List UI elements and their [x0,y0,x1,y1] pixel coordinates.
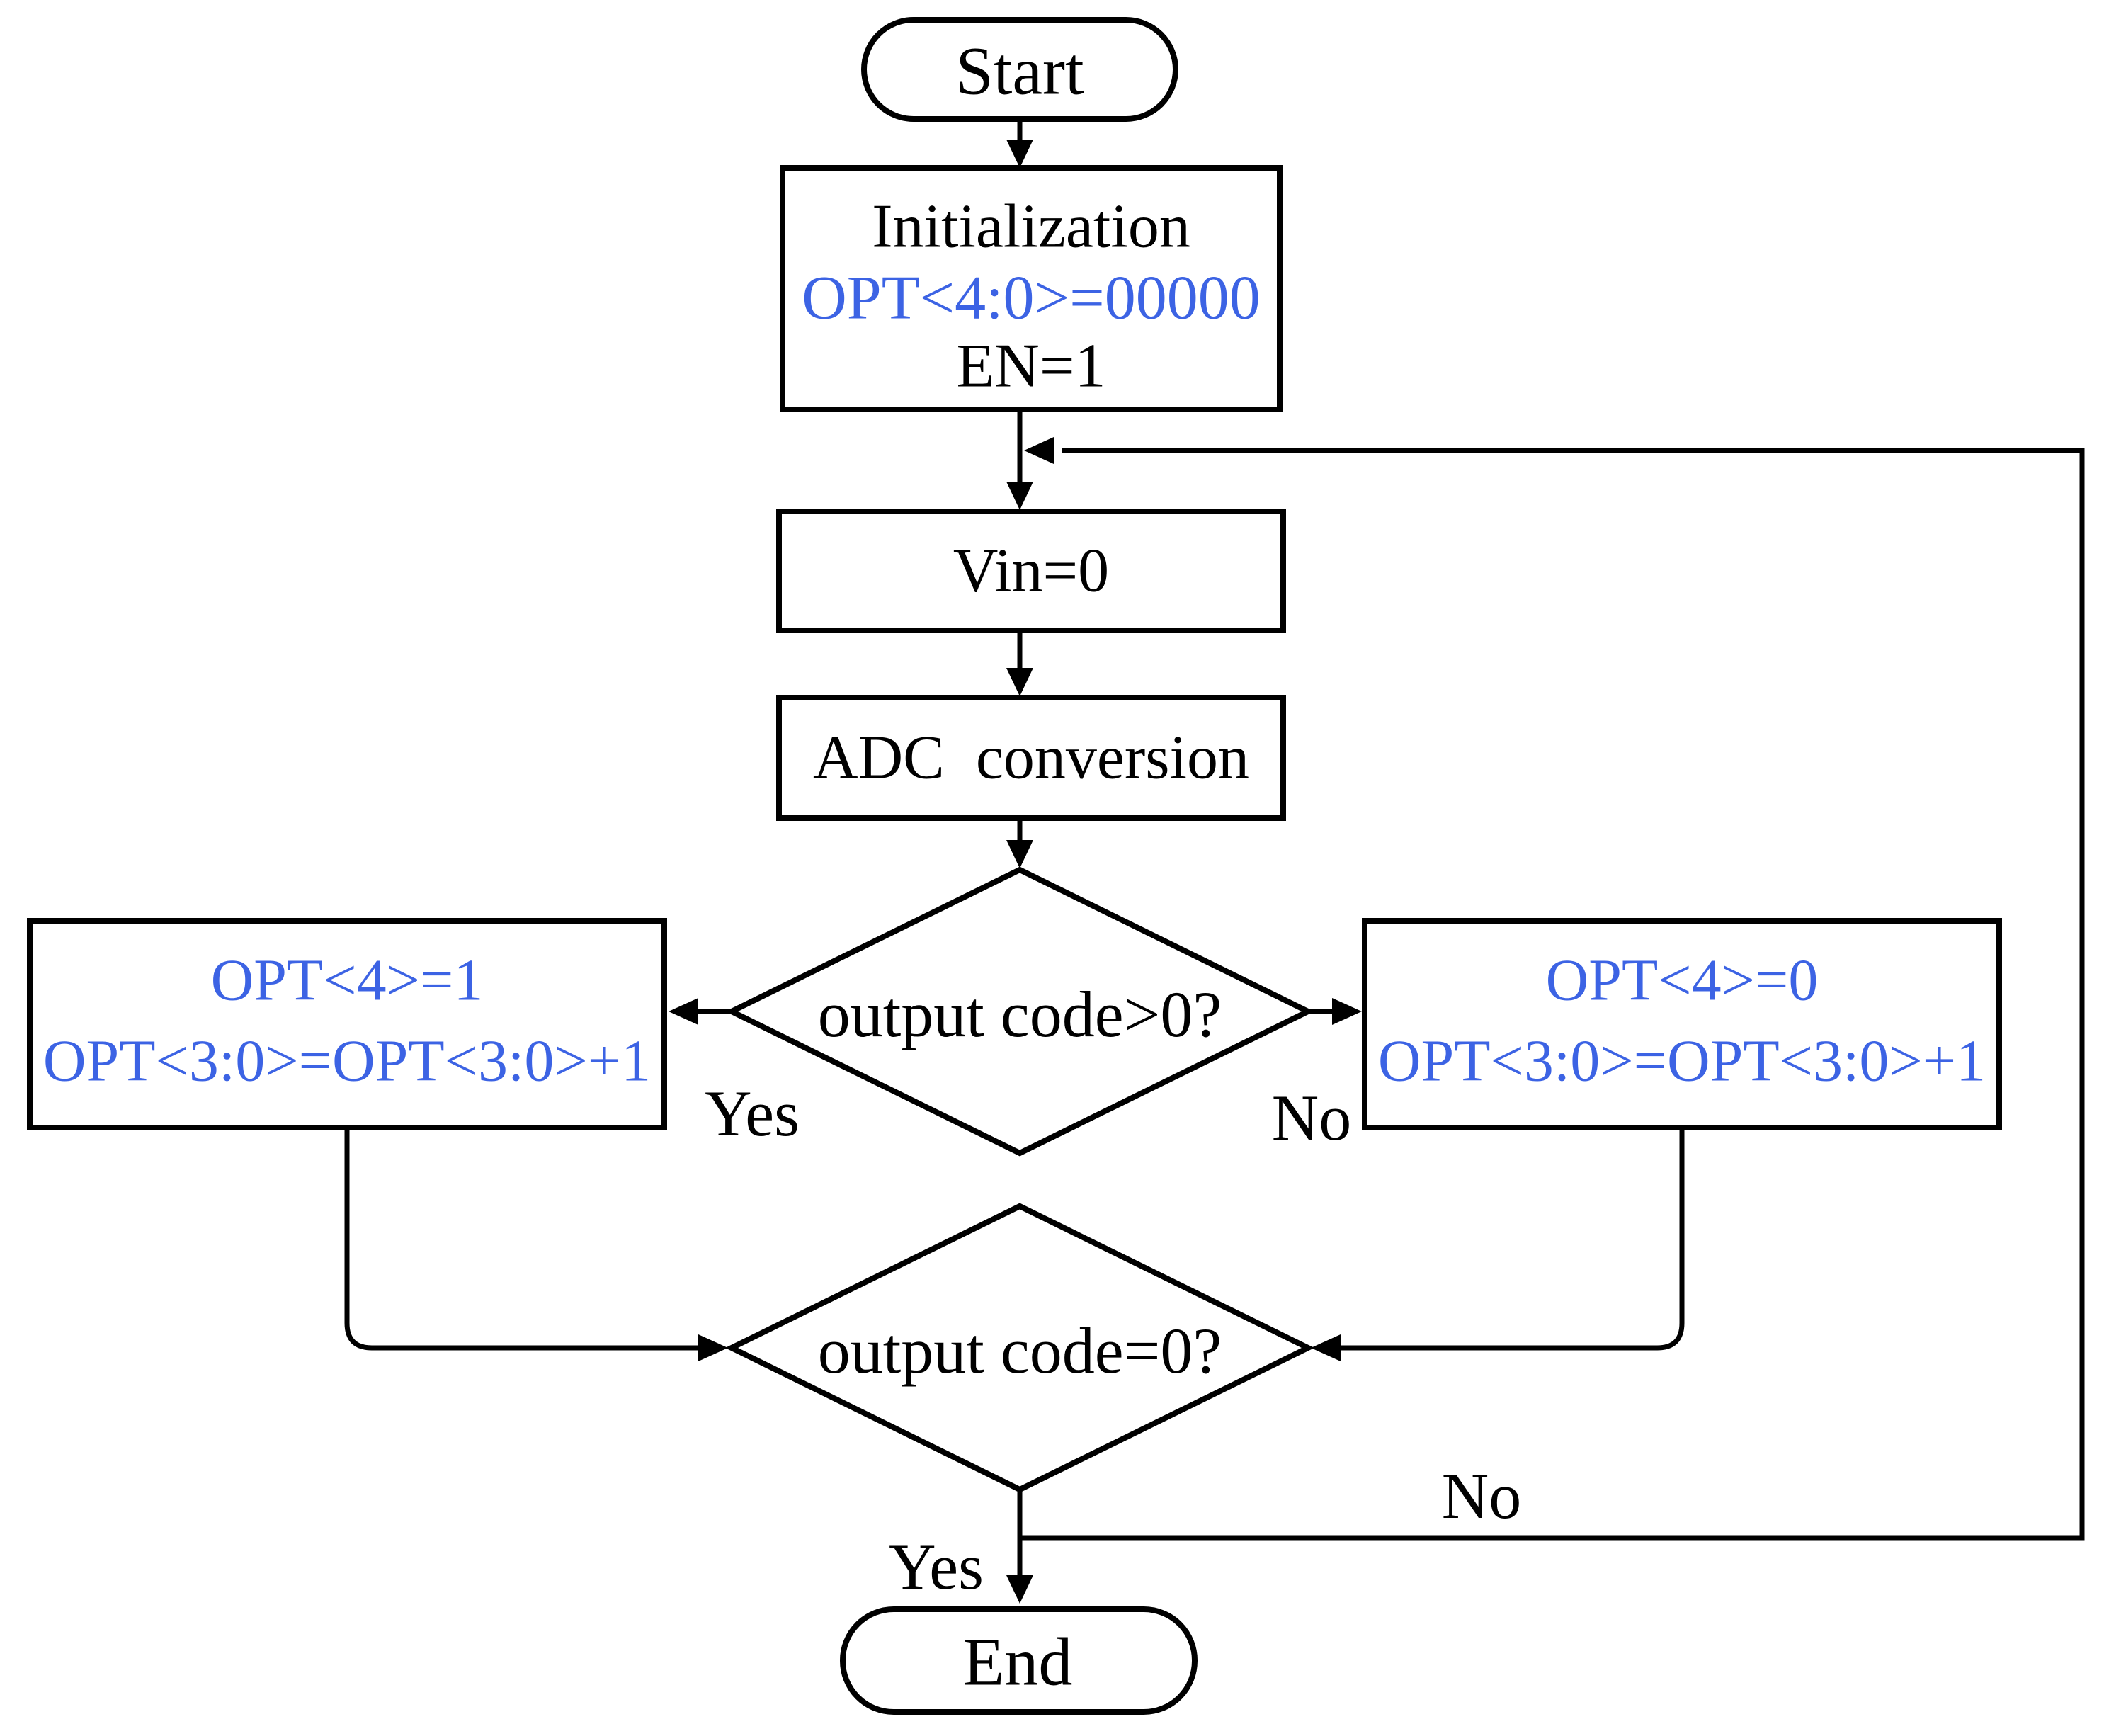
opt4-set-line1: OPT<4>=1 [211,948,484,1014]
edge-init-to-vin-arrowhead [1006,482,1033,510]
end-label: End [963,1624,1073,1700]
node-end [840,1606,1198,1715]
opt4-clear-line2: OPT<3:0>=OPT<3:0>+1 [1378,1028,1986,1094]
edge-adc-to-gt0 [1006,818,1033,868]
edge-vin-to-adc-arrowhead [1006,668,1033,696]
adc-conversion-label: ADC conversion [813,724,1249,793]
edge-start-to-init [1006,119,1033,168]
edge-eq0-yes-arrowhead [1006,1575,1033,1604]
node-initialization [780,165,1283,412]
label-gt0-no: No [1272,1082,1351,1154]
vin-label: Vin=0 [953,537,1109,606]
label-eq0-yes: Yes [889,1531,984,1603]
node-adc-conversion [776,695,1286,821]
edge-opt4-clear-to-eq0 [1311,1128,1685,1361]
edge-eq0-no-loop-arrowhead [1024,437,1054,464]
node-vin [776,509,1286,633]
decision-output-gt0-label: output code>0? [818,978,1222,1050]
edge-adc-to-gt0-arrowhead [1006,840,1033,868]
edge-eq0-no-loop-line [1020,448,2085,1541]
label-eq0-no: No [1442,1460,1521,1532]
node-opt4-set [27,918,667,1130]
edge-opt4-set-to-eq0 [344,1128,728,1361]
edge-gt0-yes-arrowhead [669,998,698,1025]
decision-output-gt0 [724,866,1315,1157]
edge-eq0-no-loop [1020,437,2085,1541]
node-start [861,17,1178,122]
edge-opt4-set-to-eq0-arrowhead [698,1334,728,1361]
edge-opt4-set-to-eq0-line [344,1128,698,1351]
node-opt4-clear [1362,918,2002,1130]
edge-vin-to-adc [1006,630,1033,696]
opt4-clear-line1: OPT<4>=0 [1546,948,1819,1014]
edge-gt0-no-to-opt4-clear [1308,998,1362,1025]
edge-gt0-yes-to-opt4-set [669,998,732,1025]
label-gt0-yes: Yes [705,1077,800,1150]
edge-opt4-clear-to-eq0-line [1341,1128,1685,1351]
decision-output-eq0 [724,1203,1315,1493]
initialization-title: Initialization [872,193,1190,261]
edge-eq0-yes-to-end [1006,1490,1033,1604]
edge-gt0-no-arrowhead [1332,998,1362,1025]
opt4-set-line2: OPT<3:0>=OPT<3:0>+1 [43,1028,651,1094]
edge-start-to-init-arrowhead [1006,140,1033,168]
start-label: Start [955,33,1084,109]
initialization-opt-line: OPT<4:0>=00000 [802,264,1261,333]
edge-opt4-clear-to-eq0-arrowhead [1311,1334,1341,1361]
initialization-en-line: EN=1 [957,332,1106,401]
edge-init-to-vin [1006,409,1033,510]
decision-output-eq0-label: output code=0? [818,1315,1222,1387]
